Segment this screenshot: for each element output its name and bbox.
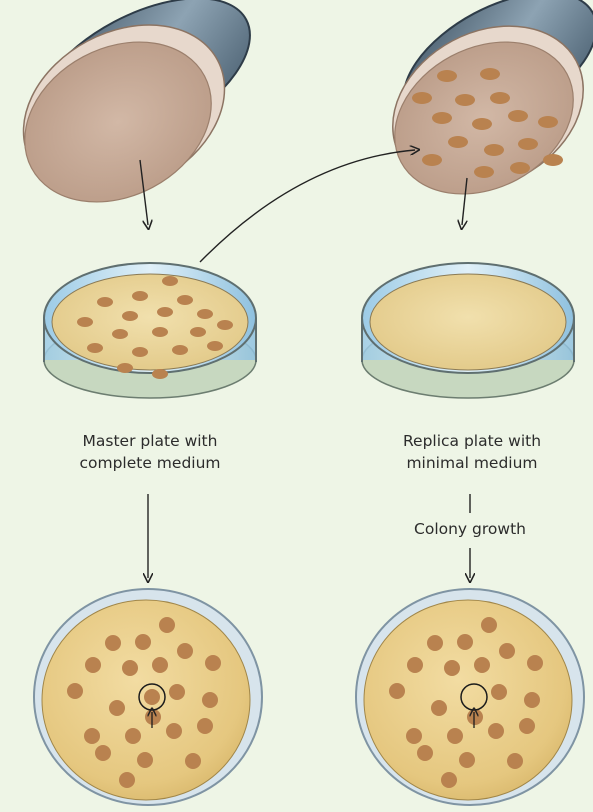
colony-growth-label: Colony growth — [380, 516, 560, 542]
arrow-master-to-stamp — [200, 150, 415, 262]
replica-plate-top-view — [356, 589, 584, 805]
master-plate-top-view — [34, 589, 262, 805]
velvet-stamp-blank — [0, 0, 274, 233]
velvet-stamp-with-colonies — [364, 0, 593, 224]
replica-plate-label: Replica plate with minimal medium — [362, 430, 582, 474]
replica-plate-dish — [362, 263, 574, 398]
replica-plate-label-line-2: minimal medium — [362, 452, 582, 474]
replica-plate-label-line-1: Replica plate with — [362, 430, 582, 452]
master-plate-label-line-2: complete medium — [40, 452, 260, 474]
master-plate-dish — [44, 263, 256, 398]
master-plate-label: Master plate with complete medium — [40, 430, 260, 474]
master-plate-label-line-1: Master plate with — [40, 430, 260, 452]
